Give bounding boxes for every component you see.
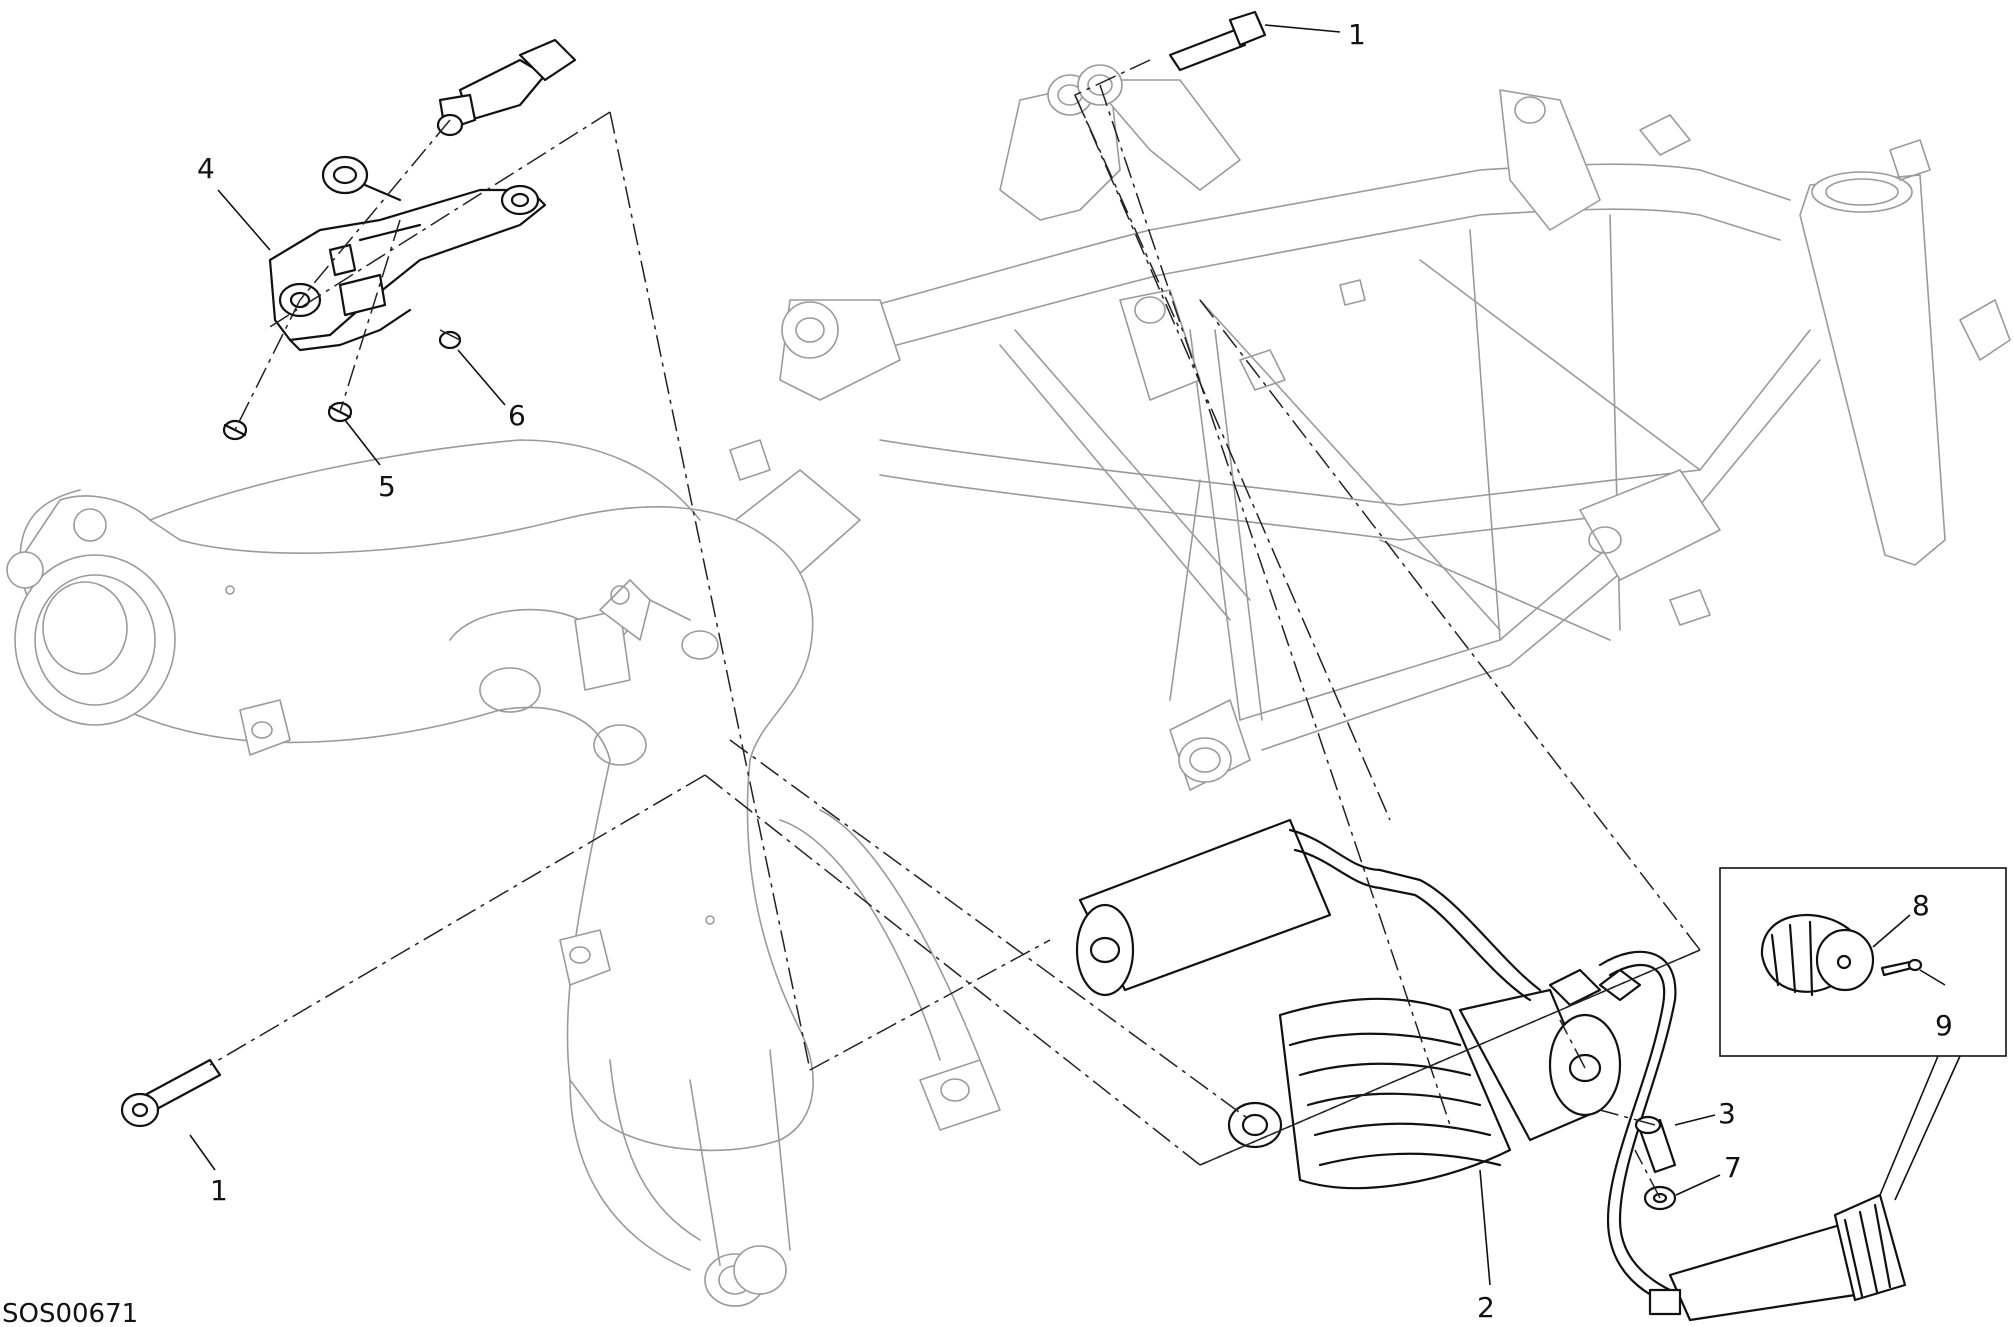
shock-absorber-drawing [1075,818,1907,1322]
callout-1-bottom: 1 [210,1174,228,1207]
inset-knob-drawing [1719,867,2007,1201]
callout-7: 7 [1724,1151,1742,1184]
callout-6: 6 [508,399,526,432]
swingarm-drawing [6,439,1001,1307]
sensor-bracket-drawing [222,38,577,441]
callout-5: 5 [378,470,396,503]
drawing-code: SOS00671 [2,1299,138,1327]
callout-8: 8 [1912,889,1930,922]
callout-9: 9 [1935,1009,1953,1042]
callout-2: 2 [1477,1291,1495,1324]
callout-4: 4 [197,152,215,185]
callout-numbers: 1 1 2 3 4 5 6 7 8 9 [197,18,1953,1324]
callout-3: 3 [1718,1097,1736,1130]
callout-1-top: 1 [1348,18,1366,51]
frame-drawing [709,64,2011,791]
leader-lines [189,24,1946,1286]
assembly-lines [209,59,1702,1199]
